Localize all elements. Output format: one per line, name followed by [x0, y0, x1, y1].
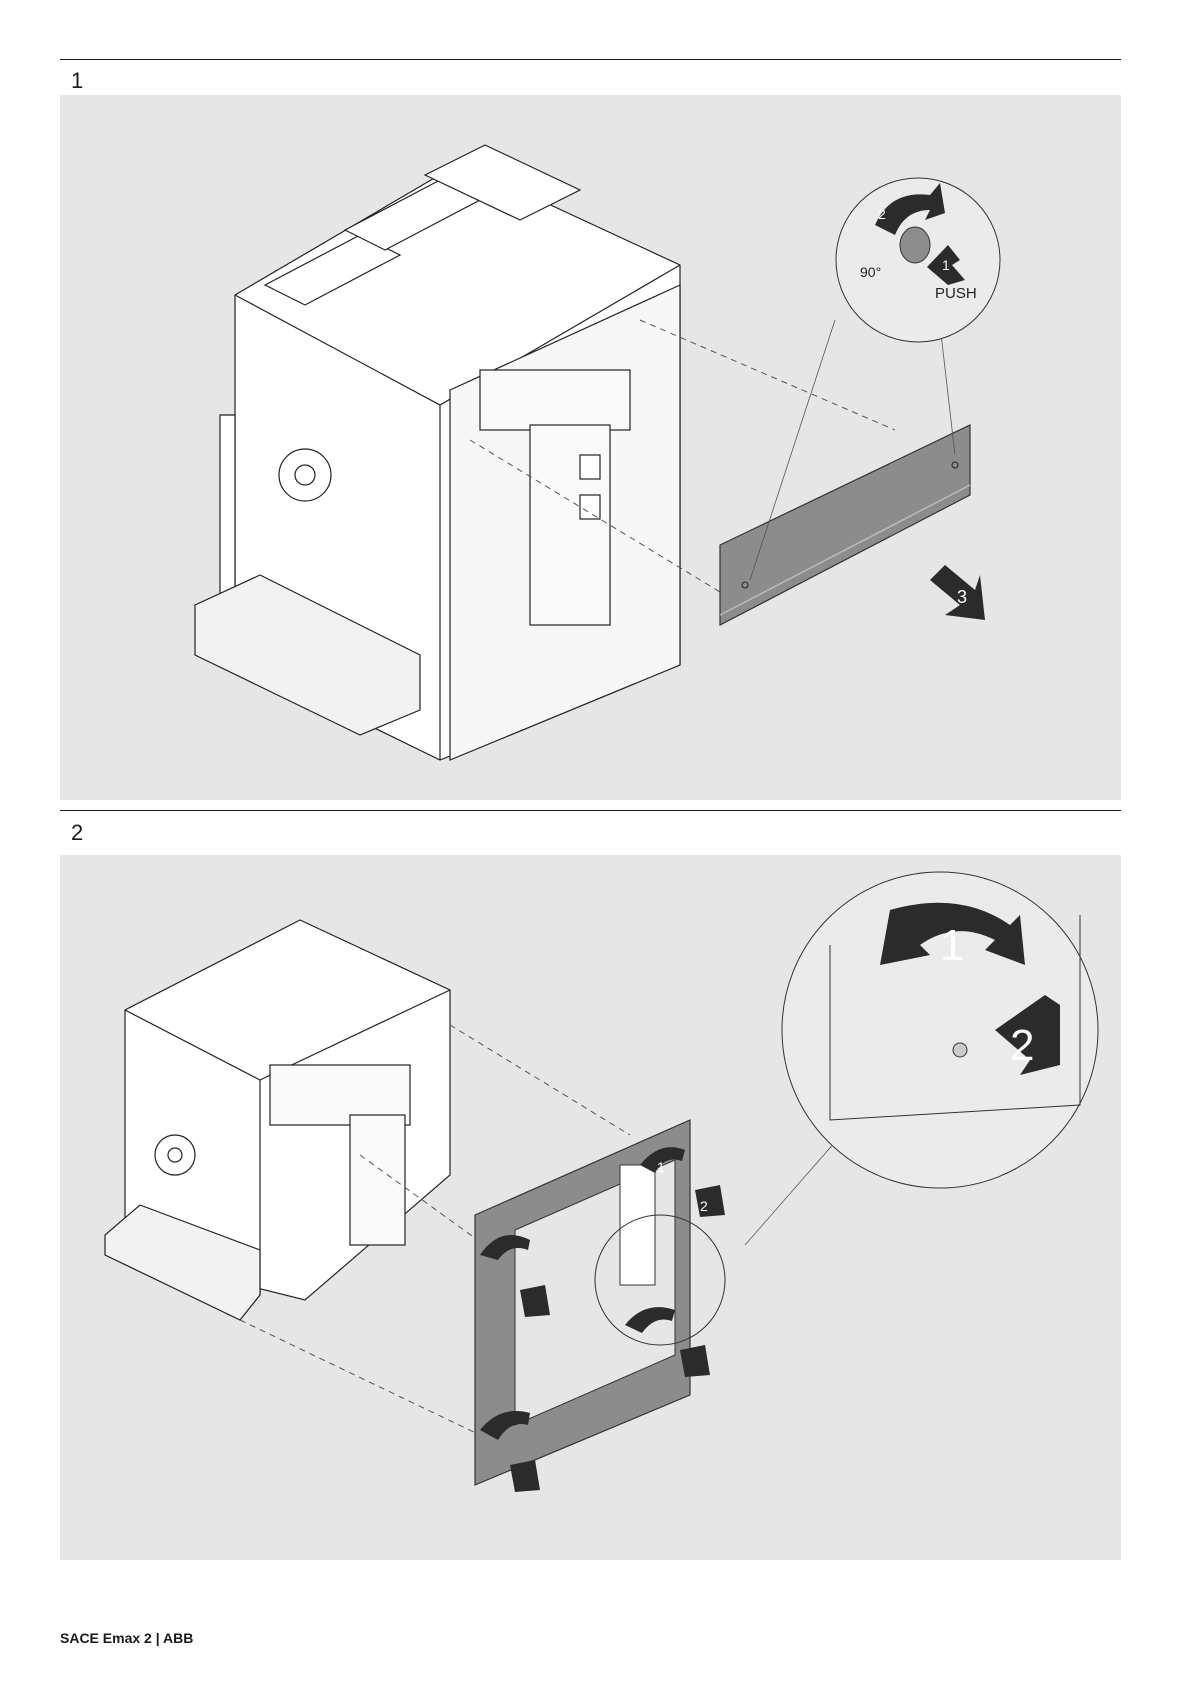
remove-arrow-icon: [520, 1285, 550, 1317]
mark-2: 2: [700, 1198, 708, 1214]
mark-1: 1: [657, 1159, 665, 1175]
step-2-illustration: 1 2 1 2: [60, 855, 1121, 1560]
side-plate: [220, 415, 235, 615]
step-1-rule: [60, 59, 1121, 60]
remove-arrow-icon: [510, 1460, 540, 1492]
footer-text: SACE Emax 2 | ABB: [60, 1630, 193, 1646]
big-label-2: 2: [1010, 1021, 1034, 1070]
push-label: PUSH: [935, 285, 977, 302]
lock-knob-icon: [900, 227, 930, 263]
step-1-illustration: 2 1 90° PUSH 3: [60, 95, 1121, 800]
remove-arrow-icon: [680, 1345, 710, 1377]
step-2-rule: [60, 810, 1121, 811]
big-label-1: 1: [940, 921, 964, 970]
step-1-number: 1: [71, 70, 83, 92]
callout-1: 1: [942, 257, 950, 273]
step-2-number: 2: [71, 822, 83, 844]
step-2-drawing: 1 2 1 2: [60, 855, 1121, 1560]
angle-label: 90°: [860, 264, 881, 280]
step-1-drawing: 2 1 90° PUSH 3: [60, 95, 1121, 800]
callout-2: 2: [878, 206, 886, 222]
callout-3: 3: [957, 587, 967, 607]
